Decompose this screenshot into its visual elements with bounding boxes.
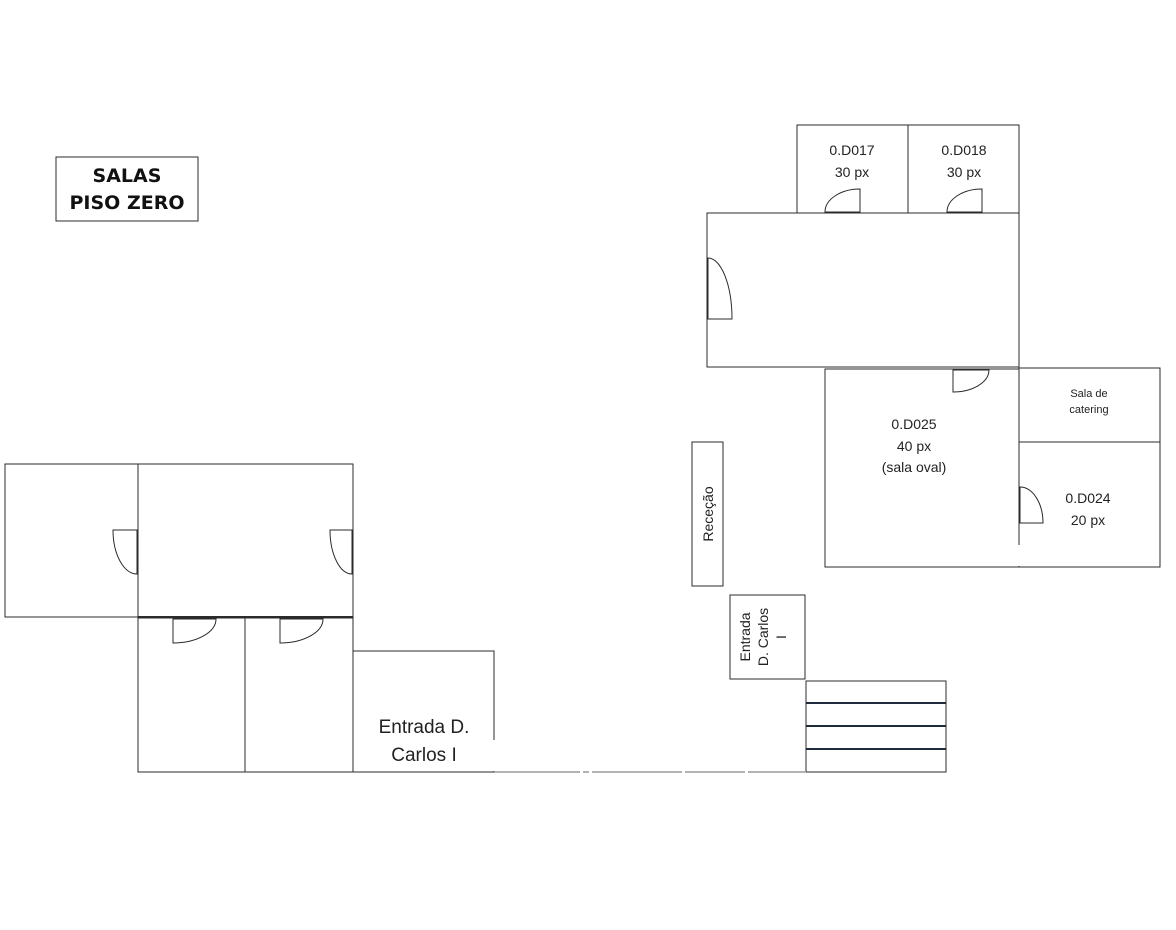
d024-code: 0.D024 (1065, 490, 1110, 506)
entrada-right-room[interactable] (729, 594, 806, 680)
entrada-left-line-1: Entrada D. (379, 717, 470, 738)
door-left-1 (112, 529, 138, 575)
entrada-left-line-2: Carlos I (391, 745, 456, 766)
door-d025 (952, 369, 990, 393)
title-line-2: PISO ZERO (70, 192, 185, 214)
room-d024[interactable] (1018, 441, 1161, 568)
catering-line-2: catering (1069, 404, 1108, 416)
door-left-3 (172, 618, 217, 644)
entrada-right-line-3: I (773, 635, 789, 639)
door-left-2 (329, 529, 353, 575)
d018-code: 0.D018 (941, 142, 986, 158)
title-line-1: SALAS (93, 165, 162, 187)
d025-note: (sala oval) (882, 459, 947, 475)
left-wing: Entrada D. Carlos I (4, 463, 496, 773)
d025-code: 0.D025 (891, 416, 936, 432)
d025-capacity: 40 px (897, 438, 931, 454)
door-d024 (1019, 486, 1044, 524)
room-left-2[interactable] (137, 463, 354, 618)
rececao-label: Receção (700, 486, 716, 541)
title-frame (55, 156, 199, 222)
room-left-1[interactable] (4, 463, 139, 618)
rececao-desk[interactable] (691, 441, 724, 587)
d017-code: 0.D017 (829, 142, 874, 158)
title-box: SALAS PISO ZERO (55, 156, 199, 222)
entrada-right-line-1: Entrada (737, 612, 753, 661)
right-wing: 0.D017 30 px 0.D018 30 px 0.D025 40 px (… (691, 124, 1161, 773)
d024-capacity: 20 px (1071, 512, 1105, 528)
door-d018 (946, 188, 983, 213)
door-left-4 (279, 618, 324, 644)
entrada-right-label: Entrada D. Carlos I (737, 608, 789, 666)
d018-capacity: 30 px (947, 164, 981, 180)
door-d017 (824, 188, 861, 213)
room-hall[interactable] (706, 212, 1020, 368)
catering-line-1: Sala de (1070, 388, 1107, 400)
entrada-right-line-2: D. Carlos (755, 608, 771, 666)
entrada-left-room[interactable] (352, 650, 495, 773)
d017-capacity: 30 px (835, 164, 869, 180)
door-hall (707, 257, 733, 320)
